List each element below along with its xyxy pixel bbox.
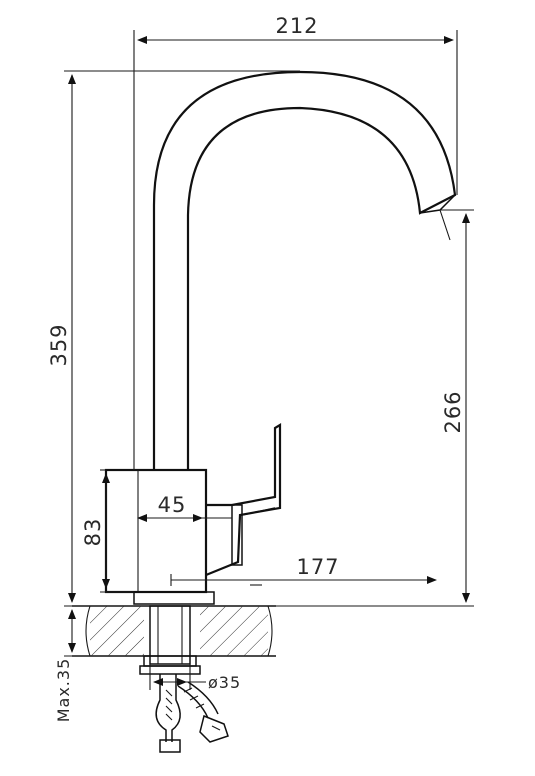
dimension-reach-177: 177 xyxy=(170,555,437,586)
dimension-body-83: 83 xyxy=(81,469,134,593)
label-max-35: Max.35 xyxy=(54,658,73,723)
dimension-body-45: 45 xyxy=(137,493,232,522)
countertop-section xyxy=(72,605,276,675)
dimension-width-212: 212 xyxy=(133,14,458,470)
dimension-max-35: Max.35 xyxy=(54,609,90,723)
dimension-spout-266: 266 xyxy=(276,209,474,607)
label-266: 266 xyxy=(441,390,465,433)
dimension-height-359: 359 xyxy=(47,70,300,607)
label-45: 45 xyxy=(158,493,187,517)
label-359: 359 xyxy=(47,323,71,366)
supply-hoses xyxy=(155,674,229,753)
label-212: 212 xyxy=(275,14,318,38)
label-177: 177 xyxy=(296,555,339,579)
label-83: 83 xyxy=(81,518,105,547)
dimension-hole-diameter: ø35 xyxy=(149,664,241,692)
faucet-outline xyxy=(104,70,457,605)
label-diameter-35: ø35 xyxy=(208,673,241,692)
